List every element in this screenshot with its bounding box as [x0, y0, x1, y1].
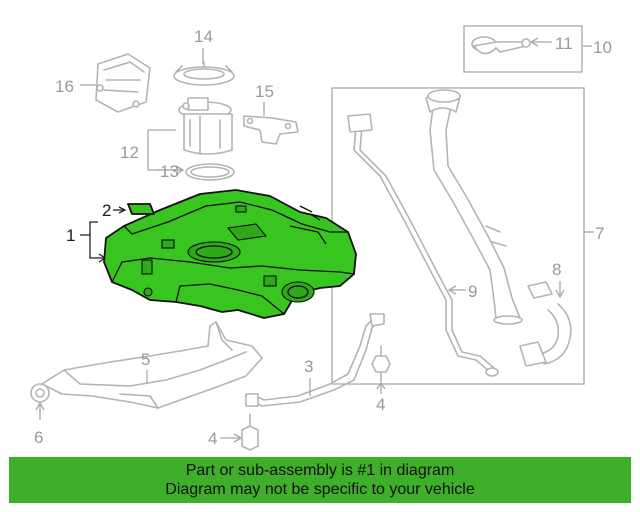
part-6-grommet[interactable] [30, 383, 50, 403]
part-3-strap[interactable] [245, 313, 385, 407]
part-12-fuel-pump-module[interactable] [178, 97, 233, 155]
arrow-13 [175, 165, 185, 175]
arrow-4-bottom [233, 433, 243, 443]
part-2-label[interactable] [127, 203, 155, 215]
part-16-module[interactable] [95, 53, 151, 113]
part-11-fuel-cap[interactable] [471, 36, 531, 55]
arrow-4-right [376, 381, 386, 390]
part-5-protector[interactable] [41, 321, 263, 409]
arrow-11 [529, 37, 539, 47]
callout-7[interactable]: 7 [595, 224, 604, 243]
arrow-6 [35, 401, 45, 411]
callout-15[interactable]: 15 [255, 82, 274, 101]
callout-1[interactable]: 1 [66, 226, 75, 245]
callout-8[interactable]: 8 [552, 260, 561, 279]
part-14-lock-ring[interactable] [173, 61, 235, 86]
callout-10[interactable]: 10 [593, 38, 612, 57]
part-4-bolt-bottom[interactable] [241, 413, 259, 451]
arrow-8 [555, 289, 565, 299]
leader-1-bracket [80, 221, 104, 259]
callout-11[interactable]: 11 [555, 34, 573, 53]
part-vent-tube[interactable] [347, 113, 499, 377]
callout-10-box [463, 25, 583, 73]
callout-4-bottom[interactable]: 4 [208, 429, 217, 448]
callout-2[interactable]: 2 [102, 201, 111, 220]
part-4-bolt-right[interactable] [371, 345, 391, 383]
part-filler-pipe[interactable] [425, 89, 523, 325]
part-15-bracket[interactable] [243, 115, 299, 145]
notice-line-1: Part or sub-assembly is #1 in diagram [185, 462, 455, 479]
arrow-2 [118, 206, 127, 214]
part-8-hose[interactable] [519, 281, 572, 367]
callout-6[interactable]: 6 [34, 428, 43, 447]
notice-line-2: Diagram may not be specific to your vehi… [165, 481, 475, 498]
notice-banner: Part or sub-assembly is #1 in diagram Di… [9, 457, 631, 503]
callout-3[interactable]: 3 [304, 357, 313, 376]
arrow-9 [447, 285, 457, 295]
part-1-fuel-tank[interactable] [103, 189, 357, 319]
callout-14[interactable]: 14 [194, 27, 213, 46]
callout-4-right[interactable]: 4 [376, 395, 385, 414]
callout-16[interactable]: 16 [55, 77, 74, 96]
part-13-seal[interactable] [185, 163, 235, 181]
callout-5[interactable]: 5 [141, 350, 150, 369]
callout-9[interactable]: 9 [468, 282, 477, 301]
callout-12[interactable]: 12 [120, 143, 139, 162]
callout-13[interactable]: 13 [160, 162, 179, 181]
arrow-1 [98, 253, 107, 263]
callout-7-box-right [410, 87, 585, 385]
